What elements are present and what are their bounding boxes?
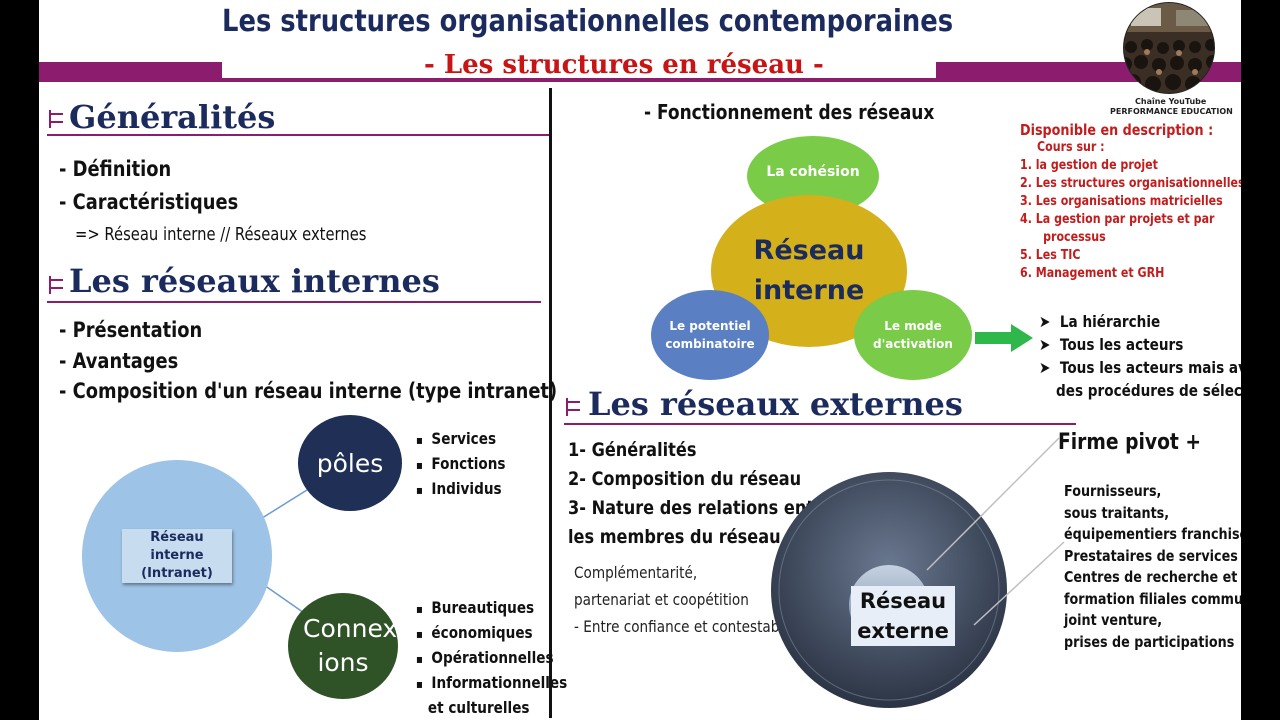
section-arrow-icon bbox=[49, 276, 65, 294]
list-item: Opérationnelles bbox=[416, 648, 554, 667]
partner-item: Prestataires de services bbox=[1064, 546, 1238, 565]
channel-logo bbox=[1121, 2, 1217, 94]
partner-item: joint venture, bbox=[1064, 611, 1163, 629]
partner-item: Centres de recherche et de bbox=[1064, 568, 1241, 586]
course-item: 2. Les structures organisationnelles bbox=[1020, 176, 1241, 191]
venn-activation: Le mode d'activation bbox=[854, 290, 972, 380]
list-item: Individus bbox=[416, 479, 502, 498]
connexions-list: Bureautiques économiques Opérationnelles… bbox=[416, 596, 567, 719]
list-item: Services bbox=[416, 429, 496, 448]
list-item: 3- Nature des relations entre bbox=[568, 497, 834, 519]
course-item: 1. la gestion de projet bbox=[1020, 158, 1158, 173]
column-divider bbox=[549, 88, 552, 718]
list-item-presentation: - Présentation bbox=[59, 318, 203, 342]
slide-subtitle: - Les structures en réseau - bbox=[424, 50, 824, 80]
list-subitem-types: => Réseau interne // Réseaux externes bbox=[75, 224, 367, 245]
partner-item: équipementiers franchisés, bbox=[1064, 525, 1241, 543]
section-underline bbox=[47, 134, 549, 136]
disponible-title: Disponible en description : bbox=[1020, 121, 1214, 139]
internal-network-circle: Réseau interne (Intranet) bbox=[82, 460, 272, 652]
section-title-internes: Les réseaux internes bbox=[69, 262, 440, 300]
venn-center-label: Réseau interne bbox=[753, 235, 865, 306]
externes-list: 1- Généralités 2- Composition du réseau … bbox=[568, 436, 833, 552]
course-item: 5. Les TIC bbox=[1020, 248, 1081, 263]
internal-network-label: Réseau interne (Intranet) bbox=[122, 529, 232, 583]
poles-circle: pôles bbox=[298, 415, 402, 511]
list-item: les membres du réseau bbox=[568, 526, 781, 548]
relations-line: partenariat et coopétition bbox=[574, 590, 749, 609]
venn-potentiel-label: Le potentiel combinatoire bbox=[665, 319, 755, 351]
venn-activation-label: Le mode d'activation bbox=[873, 319, 953, 351]
course-item: processus bbox=[1020, 230, 1106, 245]
pointer-lines bbox=[926, 437, 1065, 626]
partners-list: Fournisseurs, sous traitants, équipement… bbox=[1064, 481, 1241, 653]
list-item: 1- Généralités bbox=[568, 439, 697, 461]
list-item: Fonctions bbox=[416, 454, 506, 473]
partner-item: formation filiales communes, bbox=[1064, 589, 1241, 608]
list-item: Bureautiques bbox=[416, 598, 534, 617]
partner-item: prises de participations bbox=[1064, 632, 1235, 651]
poles-label: pôles bbox=[316, 448, 384, 478]
relations-line: Complémentarité, bbox=[574, 563, 698, 582]
course-item: 4. La gestion par projets et par bbox=[1020, 212, 1215, 227]
fonctionnement-title: - Fonctionnement des réseaux bbox=[644, 100, 935, 124]
list-item-caracteristiques: - Caractéristiques bbox=[59, 190, 239, 214]
channel-label-1: Chaîne YouTube bbox=[1135, 97, 1207, 106]
activation-list: ➤ La hiérarchie ➤ Tous les acteurs ➤ Tou… bbox=[1039, 310, 1241, 402]
list-item-definition: - Définition bbox=[59, 157, 172, 181]
disponible-subtitle: Cours sur : bbox=[1037, 140, 1105, 155]
activation-item: ➤ Tous les acteurs mais avec bbox=[1039, 358, 1241, 377]
list-item-avantages: - Avantages bbox=[59, 349, 179, 373]
connexions-circle: Connex ions bbox=[288, 593, 398, 699]
venn-potentiel: Le potentiel combinatoire bbox=[651, 290, 769, 380]
list-item: Informationnelles bbox=[416, 673, 567, 692]
activation-item: ➤ Tous les acteurs bbox=[1039, 335, 1184, 354]
list-item: économiques bbox=[416, 623, 533, 642]
external-network-label: Réseau externe bbox=[851, 586, 955, 646]
venn-cohesion-label: La cohésion bbox=[766, 164, 860, 180]
relations-line: - Entre confiance et contestabilité bbox=[574, 617, 805, 636]
section-arrow-icon bbox=[49, 110, 65, 128]
audience-photo-icon bbox=[1123, 2, 1215, 94]
section-title-externes: Les réseaux externes bbox=[588, 385, 963, 423]
section-arrow-icon bbox=[566, 398, 582, 416]
connexions-label: Connex ions bbox=[303, 614, 398, 677]
slide: Les structures organisationnelles contem… bbox=[39, 0, 1241, 720]
section-underline bbox=[564, 423, 1076, 425]
course-item: 3. Les organisations matricielles bbox=[1020, 194, 1223, 209]
poles-list: Services Fonctions Individus bbox=[416, 427, 506, 502]
section-underline bbox=[47, 301, 541, 303]
partner-item: Fournisseurs, bbox=[1064, 482, 1162, 500]
list-item-continued: et culturelles bbox=[427, 698, 530, 717]
list-item-composition: - Composition d'un réseau interne (type … bbox=[59, 379, 558, 403]
header-band-gap bbox=[222, 62, 936, 78]
channel-label-2: PERFORMANCE EDUCATION bbox=[1110, 107, 1233, 116]
activation-item-continued: des procédures de sélection bbox=[1056, 381, 1241, 400]
relations-text: Complémentarité, partenariat et coopétit… bbox=[574, 559, 804, 640]
course-item: 6. Management et GRH bbox=[1020, 266, 1165, 281]
green-arrow-icon bbox=[975, 324, 1033, 352]
disponible-box: Disponible en description : Cours sur : … bbox=[1020, 121, 1241, 283]
slide-title: Les structures organisationnelles contem… bbox=[222, 4, 954, 39]
list-item: 2- Composition du réseau bbox=[568, 468, 802, 490]
firme-pivot-label: Firme pivot + bbox=[1058, 430, 1202, 455]
partner-item: sous traitants, bbox=[1064, 503, 1170, 522]
activation-item: ➤ La hiérarchie bbox=[1039, 312, 1161, 331]
section-title-generalites: Généralités bbox=[69, 98, 276, 136]
connector-lines bbox=[258, 489, 308, 616]
